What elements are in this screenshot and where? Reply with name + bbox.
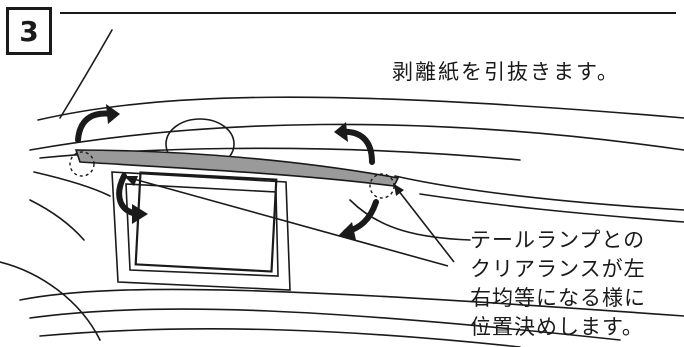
tail-lamp-right	[394, 175, 684, 211]
license-plate	[134, 171, 278, 273]
release-paper-right-marker	[369, 173, 395, 199]
header-rule	[60, 12, 676, 14]
garnish-strip	[74, 149, 400, 187]
pointer-line-short	[397, 189, 455, 263]
release-paper-left-marker	[69, 151, 95, 177]
note-line: 右均等になる様に	[470, 286, 646, 310]
step-number: 3	[19, 14, 39, 48]
clearance-note: テールランプとの クリアランスが左 右均等になる様に 位置決めします。	[470, 226, 682, 342]
note-line: クリアランスが左	[470, 257, 646, 281]
pull-arrow-top-left	[75, 110, 115, 143]
trunk-lid-edge	[29, 123, 684, 151]
pointer-line-long	[129, 177, 449, 267]
roof-line	[59, 29, 113, 119]
note-line: 位置決めします。	[470, 315, 644, 339]
bumper-line-1	[19, 288, 684, 317]
trunk-lid-top	[37, 96, 684, 121]
step-number-box: 3	[6, 7, 52, 55]
tail-lamp-left	[33, 171, 111, 197]
plate-recess	[111, 171, 291, 291]
note-line: テールランプとの	[470, 228, 646, 252]
instruction-caption: 剥離紙を引抜きます。	[392, 60, 620, 84]
